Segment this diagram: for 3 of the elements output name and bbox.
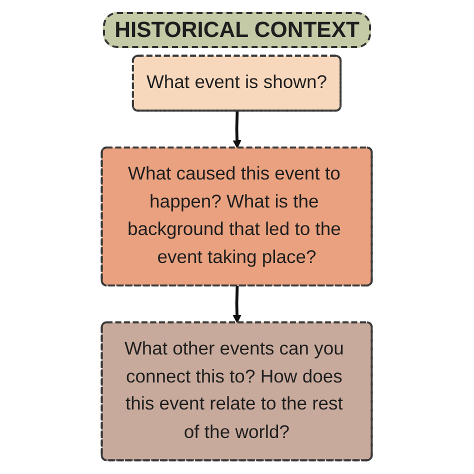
arrow: [233, 286, 242, 324]
title: HISTORICAL CONTEXT: [102, 12, 372, 48]
arrow: [233, 111, 242, 149]
